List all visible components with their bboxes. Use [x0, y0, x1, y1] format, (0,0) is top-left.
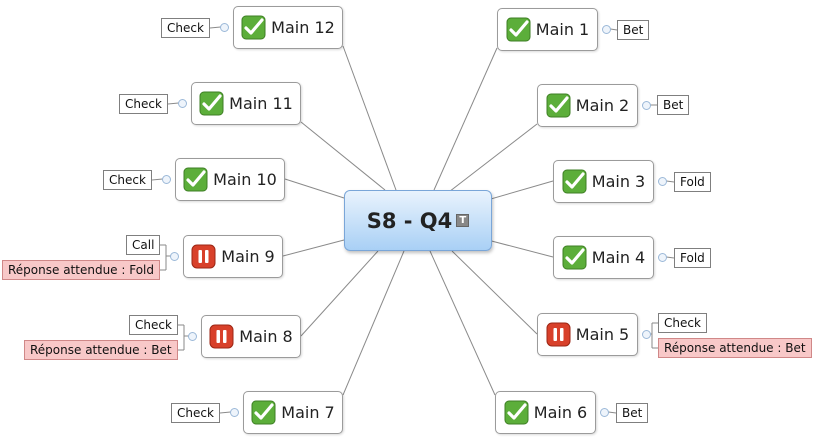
topic-main-11[interactable]: Main 11	[191, 82, 301, 125]
topic-main-2[interactable]: Main 2	[537, 84, 638, 127]
red-pause-icon	[209, 324, 234, 349]
topic-main-8[interactable]: Main 8	[201, 315, 301, 358]
action-fold-leaf[interactable]: Fold	[674, 248, 711, 268]
collapse-toggle[interactable]	[230, 408, 239, 417]
connector-main-2	[444, 123, 538, 196]
connector-leaf	[608, 411, 617, 414]
connector-main-1	[433, 47, 498, 191]
collapse-toggle[interactable]	[600, 408, 609, 417]
green-check-icon	[199, 91, 224, 116]
topic-main-1[interactable]: Main 1	[497, 8, 598, 51]
topic-main-9[interactable]: Main 9	[183, 235, 283, 278]
topic-label: Main 11	[229, 94, 293, 113]
red-pause-icon	[546, 322, 571, 347]
topic-label: Main 8	[239, 327, 293, 346]
action-check-leaf[interactable]: Check	[129, 315, 178, 335]
connector-main-8	[300, 250, 379, 337]
collapse-toggle[interactable]	[170, 252, 179, 261]
topic-label: Main 5	[575, 325, 630, 344]
collapse-toggle[interactable]	[188, 332, 197, 341]
connector-leaf	[666, 256, 675, 259]
central-topic-label: S8 - Q4	[366, 208, 453, 233]
connector-main-10	[284, 178, 345, 199]
red-pause-icon	[191, 244, 216, 269]
topic-main-3[interactable]: Main 3	[553, 160, 654, 203]
green-check-icon	[241, 15, 266, 40]
collapse-toggle[interactable]	[642, 330, 651, 339]
green-check-icon	[183, 167, 208, 192]
expected-answer-leaf[interactable]: Réponse attendue : Fold	[2, 260, 160, 280]
collapse-toggle[interactable]	[220, 23, 229, 32]
green-check-icon	[506, 17, 531, 42]
collapse-toggle[interactable]	[162, 175, 171, 184]
collapse-toggle[interactable]	[658, 177, 667, 186]
action-call-leaf[interactable]: Call	[126, 235, 161, 255]
action-bet-leaf[interactable]: Bet	[616, 403, 649, 423]
collapse-toggle[interactable]	[178, 99, 187, 108]
green-check-icon	[562, 245, 587, 270]
topic-label: Main 6	[533, 403, 588, 422]
green-check-icon	[251, 400, 276, 425]
connector-leaf	[610, 28, 618, 31]
green-check-icon	[562, 169, 587, 194]
action-bet-leaf[interactable]: Bet	[617, 20, 650, 40]
connector-leaf	[209, 26, 221, 29]
text-note-icon[interactable]: T	[456, 214, 470, 227]
collapse-toggle[interactable]	[602, 25, 611, 34]
collapse-toggle[interactable]	[658, 253, 667, 262]
green-check-icon	[504, 400, 529, 425]
topic-main-12[interactable]: Main 12	[233, 6, 343, 49]
connector-main-9	[282, 239, 345, 257]
connector-main-5	[451, 250, 538, 335]
topic-label: Main 2	[575, 96, 630, 115]
topic-main-6[interactable]: Main 6	[495, 391, 596, 434]
green-check-icon	[546, 93, 571, 118]
action-check-leaf[interactable]: Check	[119, 94, 168, 114]
connector-leaf	[219, 411, 231, 414]
connector-leaf	[151, 178, 163, 181]
action-fold-leaf[interactable]: Fold	[674, 172, 711, 192]
topic-main-5[interactable]: Main 5	[537, 313, 638, 356]
action-check-leaf[interactable]: Check	[103, 170, 152, 190]
collapse-toggle[interactable]	[642, 101, 651, 110]
topic-label: Main 9	[221, 247, 275, 266]
topic-main-10[interactable]: Main 10	[175, 158, 285, 201]
central-topic[interactable]: S8 - Q4 T	[344, 190, 492, 251]
connector-leaf	[666, 180, 675, 183]
connector-main-12	[342, 45, 397, 191]
action-check-leaf[interactable]: Check	[171, 403, 220, 423]
topic-label: Main 12	[271, 18, 335, 37]
topic-label: Main 10	[213, 170, 277, 189]
topic-main-4[interactable]: Main 4	[553, 236, 654, 279]
action-check-leaf[interactable]: Check	[161, 18, 210, 38]
connector-main-6	[429, 250, 496, 396]
topic-main-7[interactable]: Main 7	[243, 391, 343, 434]
expected-answer-leaf[interactable]: Réponse attendue : Bet	[658, 338, 812, 358]
topic-label: Main 1	[535, 20, 590, 39]
connector-main-7	[342, 250, 405, 396]
connector-main-4	[479, 237, 554, 258]
expected-answer-leaf[interactable]: Réponse attendue : Bet	[24, 340, 178, 360]
action-bet-leaf[interactable]: Bet	[657, 95, 690, 115]
topic-label: Main 7	[281, 403, 335, 422]
action-check-leaf[interactable]: Check	[658, 313, 707, 333]
topic-label: Main 4	[591, 248, 646, 267]
connector-leaf	[167, 102, 179, 105]
topic-label: Main 3	[591, 172, 646, 191]
connector-main-11	[300, 121, 386, 191]
